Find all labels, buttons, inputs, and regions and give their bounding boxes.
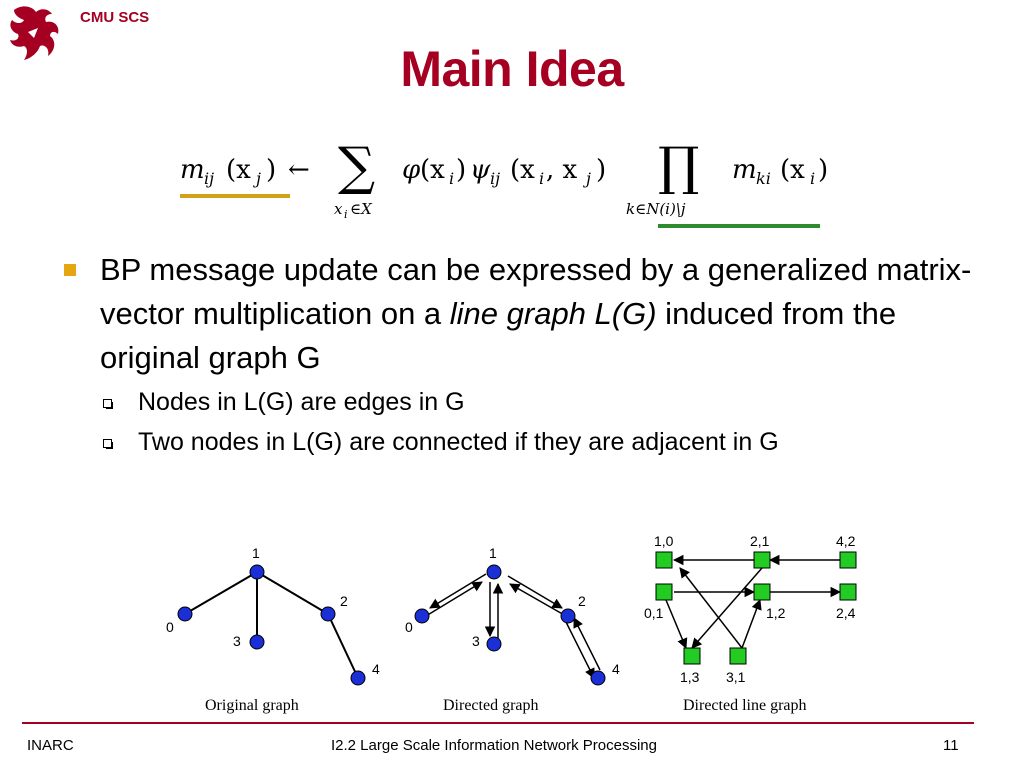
node-label: 2,4 bbox=[836, 605, 856, 621]
sub-bullet-2: Two nodes in L(G) are connected if they … bbox=[60, 422, 990, 462]
bp-formula: m ij (x j ) ← ∑ x i ∈X φ (x i ) ψ ij (x … bbox=[180, 138, 828, 228]
formula-psi-comma: , x bbox=[546, 155, 578, 185]
formula-phi-arg-sub: i bbox=[449, 169, 454, 188]
formula-rhs-sub: ki bbox=[756, 169, 771, 188]
checkbox-bullet-icon bbox=[103, 399, 113, 409]
main-bullet-text-2: induced from the original graph G bbox=[100, 296, 897, 375]
footer-left: INARC bbox=[27, 737, 74, 754]
formula-sum: ∑ bbox=[338, 138, 375, 197]
node-label: 3 bbox=[233, 633, 241, 649]
node-label: 1 bbox=[252, 545, 260, 561]
formula-close-1: ) bbox=[266, 155, 276, 185]
line-node bbox=[753, 551, 771, 569]
formula-lhs-arg: (x bbox=[226, 155, 251, 185]
footer-divider bbox=[22, 722, 974, 724]
caption-line-graph: Directed line graph bbox=[683, 697, 807, 714]
formula-lhs: m bbox=[180, 155, 205, 185]
line-graph-edges bbox=[665, 554, 842, 649]
node-label: 1 bbox=[489, 545, 497, 561]
formula-prod: ∏ bbox=[658, 138, 699, 197]
formula-lhs-arg-sub: j bbox=[253, 169, 261, 188]
node-label: 0 bbox=[405, 619, 413, 635]
formula-underline-left bbox=[180, 194, 290, 198]
line-node bbox=[729, 647, 747, 665]
graph-figures: 1 0 2 3 4 Original graph 1 0 2 3 4 Direc… bbox=[166, 533, 857, 714]
node-label: 4,2 bbox=[836, 533, 856, 549]
line-node bbox=[655, 583, 673, 601]
node-label: 0,1 bbox=[644, 605, 664, 621]
main-bullet-italic: line graph L(G) bbox=[449, 296, 657, 331]
formula-psi-arg: (x bbox=[510, 155, 535, 185]
node-label: 2 bbox=[578, 593, 586, 609]
node-label: 3,1 bbox=[726, 669, 746, 685]
formula-rhs-arg: (x bbox=[780, 155, 805, 185]
formula-prod-sub: k∈N(i)\j bbox=[626, 200, 686, 218]
formula-psi-arg-sub1: i bbox=[539, 169, 544, 188]
formula-psi-arg-sub2: j bbox=[583, 169, 591, 188]
node-label: 0 bbox=[166, 619, 174, 635]
node-label: 1,2 bbox=[766, 605, 786, 621]
graph-node bbox=[560, 608, 576, 624]
brand-label: CMU SCS bbox=[80, 9, 150, 26]
caption-original: Original graph bbox=[205, 697, 299, 714]
node-label: 1,3 bbox=[680, 669, 700, 685]
formula-rhs-arg-sub: i bbox=[810, 169, 815, 188]
main-bullet-text-1: BP message update can be expressed by a … bbox=[100, 252, 972, 331]
formula-close-2: ) bbox=[456, 155, 466, 185]
formula-phi-arg: (x bbox=[420, 155, 445, 185]
formula-close-3: ) bbox=[596, 155, 606, 185]
formula-sum-sub-rest: ∈X bbox=[350, 200, 373, 218]
page-number: 11 bbox=[943, 737, 959, 754]
graph-node bbox=[486, 636, 502, 652]
graph-node bbox=[249, 634, 265, 650]
node-label: 2 bbox=[340, 593, 348, 609]
bullet-list: BP message update can be expressed by a … bbox=[60, 248, 990, 462]
footer-center: I2.2 Large Scale Information Network Pro… bbox=[331, 737, 657, 754]
graph-node bbox=[177, 606, 193, 622]
bullet-square-icon bbox=[64, 264, 76, 276]
checkbox-bullet-icon bbox=[103, 439, 113, 449]
caption-directed: Directed graph bbox=[443, 697, 539, 714]
graph-node bbox=[590, 670, 606, 686]
sub-bullet-1: Nodes in L(G) are edges in G bbox=[60, 382, 990, 422]
directed-graph-nodes: 1 0 2 3 4 Directed graph bbox=[405, 545, 620, 714]
formula-lhs-sub: ij bbox=[204, 169, 214, 188]
node-label: 4 bbox=[372, 661, 380, 677]
dragon-icon bbox=[10, 6, 59, 60]
graph-node bbox=[350, 670, 366, 686]
formula-psi-sub: ij bbox=[490, 169, 500, 188]
sub-bullet-1-text: Nodes in L(G) are edges in G bbox=[138, 388, 465, 416]
formula-underline-right bbox=[658, 224, 820, 228]
graph-node bbox=[486, 564, 502, 580]
line-node bbox=[655, 551, 673, 569]
graph-node bbox=[320, 606, 336, 622]
node-label: 1,0 bbox=[654, 533, 674, 549]
line-node bbox=[839, 551, 857, 569]
node-label: 3 bbox=[472, 633, 480, 649]
node-label: 2,1 bbox=[750, 533, 770, 549]
page-title: Main Idea bbox=[400, 41, 624, 97]
formula-close-4: ) bbox=[818, 155, 828, 185]
formula-sum-sub: x bbox=[334, 200, 343, 218]
graph-node bbox=[249, 564, 265, 580]
formula-phi: φ bbox=[402, 155, 421, 185]
sub-bullet-2-text: Two nodes in L(G) are connected if they … bbox=[138, 428, 779, 456]
line-node bbox=[839, 583, 857, 601]
original-graph: 1 0 2 3 4 Original graph bbox=[166, 545, 380, 714]
graph-node bbox=[414, 608, 430, 624]
line-node bbox=[753, 583, 771, 601]
node-label: 4 bbox=[612, 661, 620, 677]
formula-sum-sub-i: i bbox=[344, 208, 348, 221]
line-graph-nodes: 1,0 2,1 4,2 0,1 1,2 2,4 1,3 3,1 Directed… bbox=[644, 533, 857, 714]
main-bullet: BP message update can be expressed by a … bbox=[60, 248, 990, 380]
line-node bbox=[683, 647, 701, 665]
formula-psi: ψ bbox=[470, 155, 491, 185]
directed-graph bbox=[425, 573, 601, 679]
formula-rhs: m bbox=[732, 155, 757, 185]
formula-arrow: ← bbox=[288, 155, 310, 185]
